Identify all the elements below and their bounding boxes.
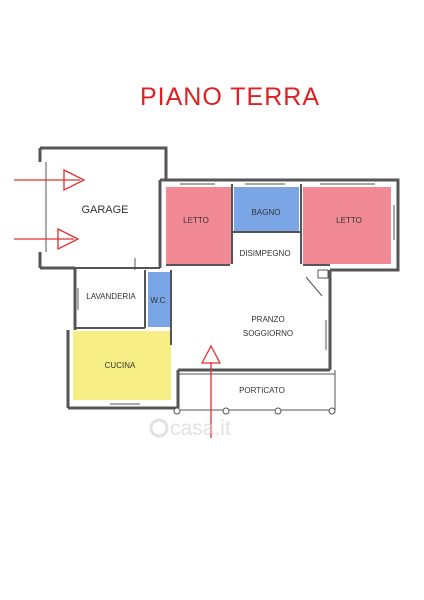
label-garage: GARAGE [81, 204, 128, 216]
room-letto-left-fill [166, 187, 231, 264]
entrance-arrow-garage-bottom [14, 227, 80, 251]
watermark-text: casa.it [170, 417, 231, 440]
label-porticato: PORTICATO [239, 386, 285, 395]
label-cucina: CUCINA [105, 361, 136, 370]
plan-title: PIANO TERRA [140, 83, 320, 111]
entrance-arrow-garage-top [14, 168, 86, 192]
room-cucina-fill [73, 331, 171, 400]
label-bagno: BAGNO [252, 208, 281, 217]
label-lavanderia: LAVANDERIA [86, 292, 136, 301]
label-pranzo: PRANZO [251, 315, 284, 324]
walls [38, 146, 400, 411]
label-letto-right: LETTO [336, 216, 362, 225]
label-letto-left: LETTO [183, 216, 209, 225]
entrance-arrow-porticato [200, 344, 222, 438]
room-wc-fill [148, 272, 170, 327]
watermark-logo: casa.it [149, 417, 231, 440]
porticato-columns [173, 407, 336, 415]
label-wc: W.C. [150, 296, 167, 305]
label-soggiorno: SOGGIORNO [243, 329, 293, 338]
room-letto-right-fill [303, 187, 391, 264]
room-bagno-fill [234, 187, 299, 231]
label-disimpegno: DISIMPEGNO [239, 249, 290, 258]
